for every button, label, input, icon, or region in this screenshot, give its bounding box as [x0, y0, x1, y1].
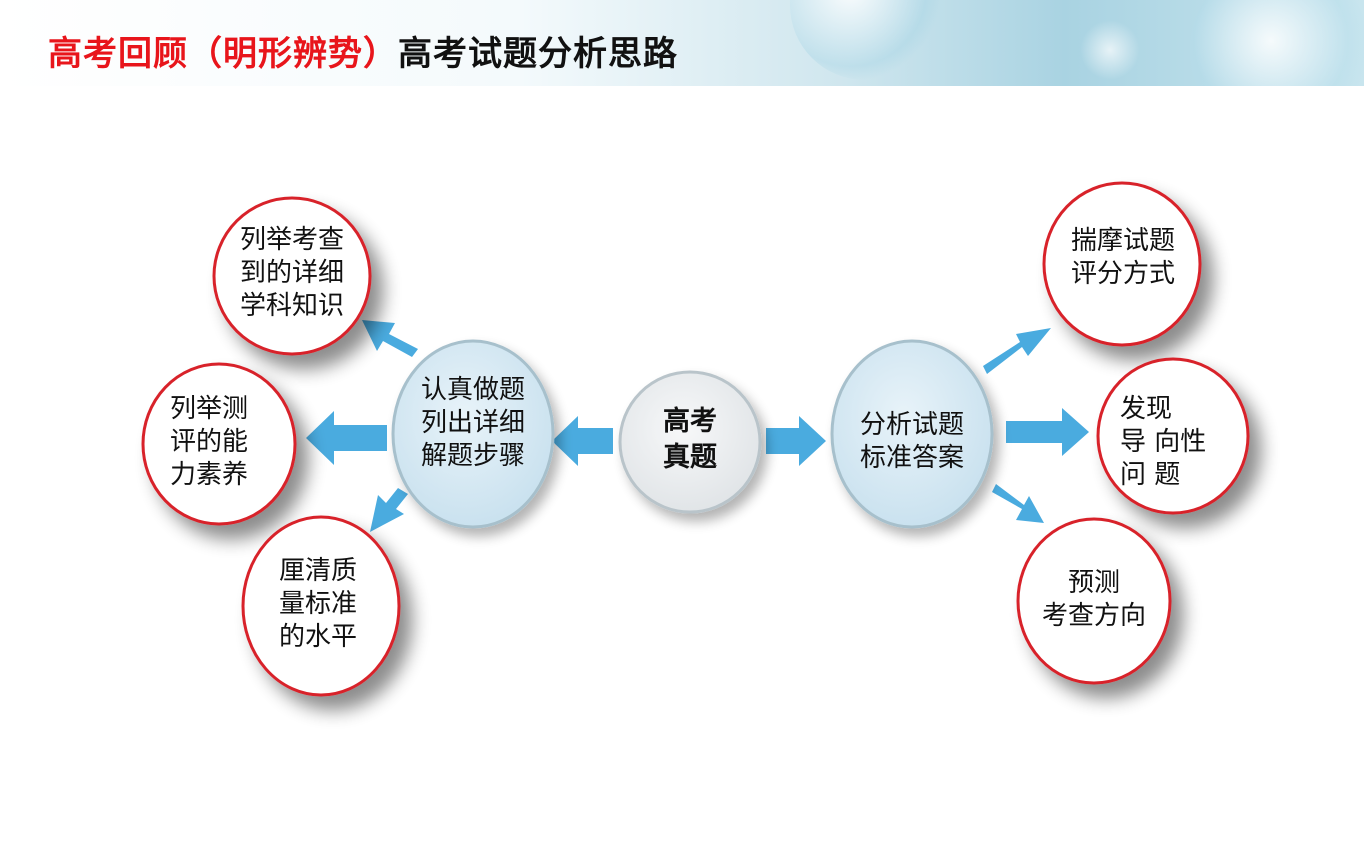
- left-output-node-2: [141, 362, 297, 526]
- left-output-label-3: 厘清质 量标准 的水平: [263, 555, 373, 654]
- text-line: 预测: [1067, 568, 1120, 598]
- arrow-left-hub-to-output-1: [362, 320, 418, 357]
- right-output-node-1: [1042, 181, 1202, 347]
- text-line: 考查方向: [1041, 601, 1146, 631]
- decor-bubble: [1190, 0, 1364, 86]
- right-output-label-1: 揣摩试题 评分方式: [1058, 225, 1188, 291]
- right-hub-node: [830, 339, 994, 529]
- left-output-node-1: [212, 196, 372, 356]
- text-line: 列举考查: [239, 225, 344, 255]
- text-line: 的水平: [278, 622, 357, 652]
- right-output-label-3: 预测 考查方向: [1024, 567, 1164, 633]
- center-node: [618, 370, 762, 514]
- text-line: 解题步骤: [420, 441, 525, 471]
- text-line: 问 题: [1120, 460, 1181, 490]
- arrow-left-hub-to-output-3: [370, 488, 408, 532]
- text-line: 分析试题: [859, 410, 964, 440]
- text-line: 学科知识: [239, 291, 344, 321]
- header-banner: 高考回顾（明形辨势）高考试题分析思路: [0, 0, 1364, 86]
- page-title-red: 高考回顾（明形辨势）: [48, 34, 398, 74]
- text-line: 到的详细: [239, 258, 344, 288]
- text-line: 导 向性: [1120, 427, 1207, 457]
- left-hub-label: 认真做题 列出详细 解题步骤: [403, 374, 543, 473]
- right-output-label-2: 发现 导 向性 问 题: [1110, 393, 1240, 492]
- text-line: 高考: [663, 406, 717, 437]
- text-line: 量标准: [278, 589, 357, 619]
- right-hub-label: 分析试题 标准答案: [842, 409, 982, 475]
- right-output-node-2: [1096, 357, 1250, 515]
- arrow-right-hub-to-output-1: [983, 328, 1051, 374]
- right-output-node-3: [1016, 517, 1172, 685]
- left-output-label-1: 列举考查 到的详细 学科知识: [227, 224, 357, 323]
- text-line: 评的能: [169, 427, 248, 457]
- center-node-label: 高考 真题: [630, 404, 750, 476]
- text-line: 评分方式: [1070, 259, 1175, 289]
- decor-bubble: [1080, 20, 1140, 80]
- left-output-node-3: [241, 515, 401, 697]
- arrow-right-hub-to-output-2: [1006, 408, 1089, 456]
- text-line: 发现: [1120, 394, 1173, 424]
- text-line: 标准答案: [859, 443, 964, 473]
- text-line: 揣摩试题: [1070, 226, 1175, 256]
- page-title-black: 高考试题分析思路: [398, 34, 678, 74]
- text-line: 力素养: [169, 460, 248, 490]
- text-line: 厘清质: [278, 556, 357, 586]
- arrow-left-hub-to-output-2: [306, 411, 387, 465]
- arrow-right-hub-to-output-3: [992, 484, 1044, 523]
- left-hub-node: [391, 339, 555, 529]
- output-nodes: [141, 181, 1250, 697]
- text-line: 列出详细: [420, 408, 525, 438]
- text-line: 认真做题: [420, 375, 525, 405]
- left-output-label-2: 列举测 评的能 力素养: [154, 393, 264, 492]
- arrow-center-to-left-hub: [552, 416, 613, 466]
- page-title: 高考回顾（明形辨势）高考试题分析思路: [48, 26, 678, 75]
- arrow-center-to-right-hub: [766, 416, 826, 466]
- text-line: 真题: [663, 442, 717, 473]
- text-line: 列举测: [169, 394, 248, 424]
- arrows: [306, 320, 1089, 532]
